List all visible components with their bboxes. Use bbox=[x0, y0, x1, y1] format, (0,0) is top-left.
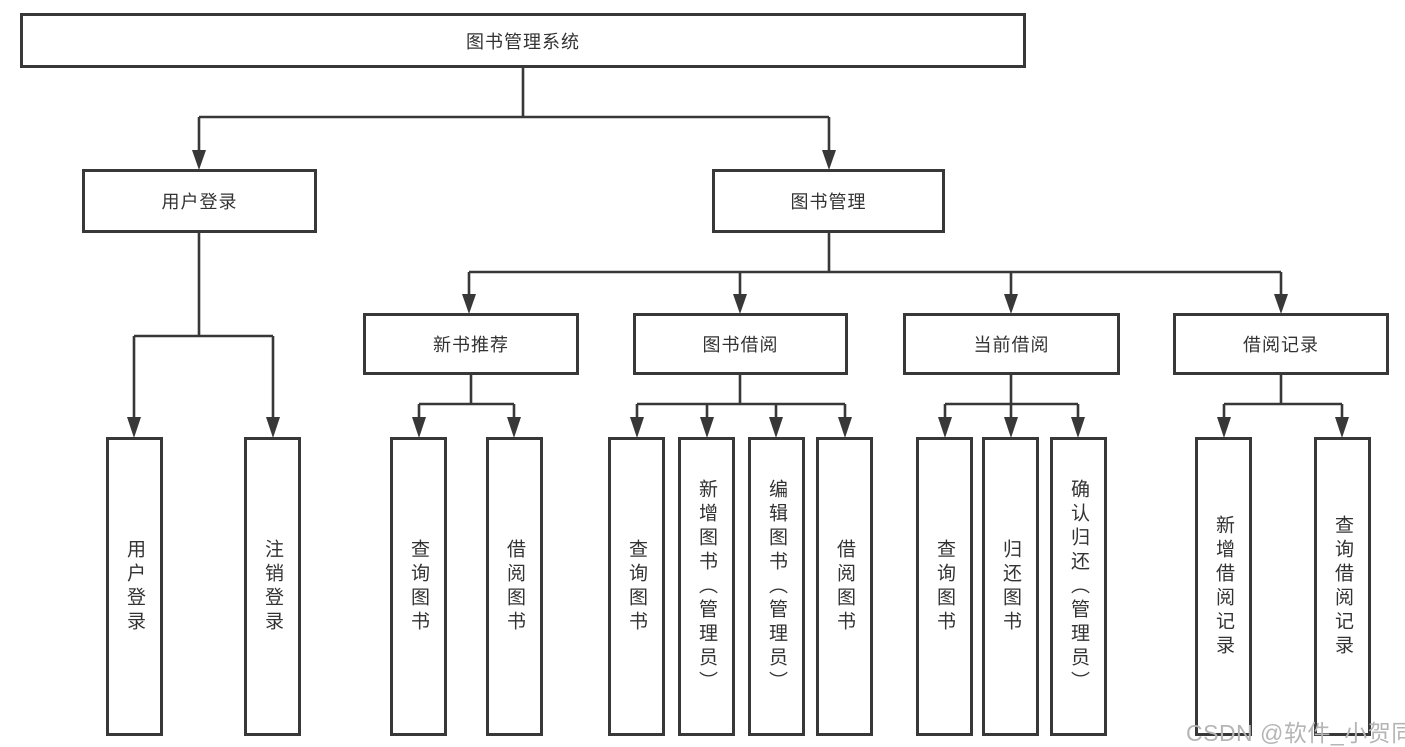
leaf-current-query-books: 查询图书 bbox=[916, 437, 973, 736]
node-root: 图书管理系统 bbox=[20, 13, 1026, 68]
leaf-user-login-label: 用户登录 bbox=[124, 538, 145, 635]
leaf-borrow-books-label: 借阅图书 bbox=[834, 538, 855, 635]
node-current-borrow-label: 当前借阅 bbox=[973, 335, 1050, 355]
leaf-edit-book-admin: 编辑图书（管理员） bbox=[748, 437, 805, 736]
node-borrow-records-label: 借阅记录 bbox=[1243, 335, 1319, 355]
leaf-confirm-return-admin: 确认归还（管理员） bbox=[1050, 437, 1107, 736]
node-book-management-label: 图书管理 bbox=[790, 192, 867, 212]
node-book-borrow-label: 图书借阅 bbox=[702, 335, 779, 355]
node-book-management: 图书管理 bbox=[712, 169, 945, 233]
leaf-user-login: 用户登录 bbox=[106, 437, 163, 736]
leaf-logout: 注销登录 bbox=[244, 437, 301, 736]
leaf-recommend-borrow-books: 借阅图书 bbox=[486, 437, 543, 736]
leaf-borrow-books: 借阅图书 bbox=[816, 437, 873, 736]
leaf-add-borrow-record: 新增借阅记录 bbox=[1195, 437, 1252, 736]
leaf-edit-book-admin-label: 编辑图书（管理员） bbox=[766, 478, 787, 695]
node-current-borrow: 当前借阅 bbox=[903, 313, 1120, 375]
leaf-return-book-label: 归还图书 bbox=[1000, 538, 1021, 635]
csdn-watermark: CSDN @软件_小贺同学 bbox=[1186, 720, 1405, 746]
leaf-query-borrow-record: 查询借阅记录 bbox=[1314, 437, 1371, 736]
node-borrow-records: 借阅记录 bbox=[1173, 313, 1389, 375]
leaf-query-borrow-record-label: 查询借阅记录 bbox=[1332, 514, 1353, 659]
node-root-label: 图书管理系统 bbox=[466, 31, 580, 52]
node-book-borrow: 图书借阅 bbox=[633, 313, 848, 375]
leaf-logout-label: 注销登录 bbox=[262, 538, 283, 635]
leaf-borrow-query-books: 查询图书 bbox=[608, 437, 665, 736]
leaf-borrow-query-books-label: 查询图书 bbox=[626, 538, 647, 635]
leaf-recommend-query-books: 查询图书 bbox=[390, 437, 447, 736]
node-new-book-recommend-label: 新书推荐 bbox=[433, 335, 509, 355]
leaf-add-book-admin-label: 新增图书（管理员） bbox=[696, 478, 717, 695]
leaf-return-book: 归还图书 bbox=[982, 437, 1039, 736]
node-new-book-recommend: 新书推荐 bbox=[363, 313, 579, 375]
arrowheads bbox=[127, 150, 1349, 438]
leaf-confirm-return-admin-label: 确认归还（管理员） bbox=[1068, 478, 1089, 695]
leaf-add-book-admin: 新增图书（管理员） bbox=[678, 437, 735, 736]
leaf-current-query-books-label: 查询图书 bbox=[934, 538, 955, 635]
node-user-login-branch: 用户登录 bbox=[82, 169, 317, 233]
leaf-add-borrow-record-label: 新增借阅记录 bbox=[1213, 514, 1234, 659]
leaf-recommend-borrow-books-label: 借阅图书 bbox=[504, 538, 525, 635]
node-user-login-branch-label: 用户登录 bbox=[161, 192, 238, 212]
leaf-recommend-query-books-label: 查询图书 bbox=[408, 538, 429, 635]
